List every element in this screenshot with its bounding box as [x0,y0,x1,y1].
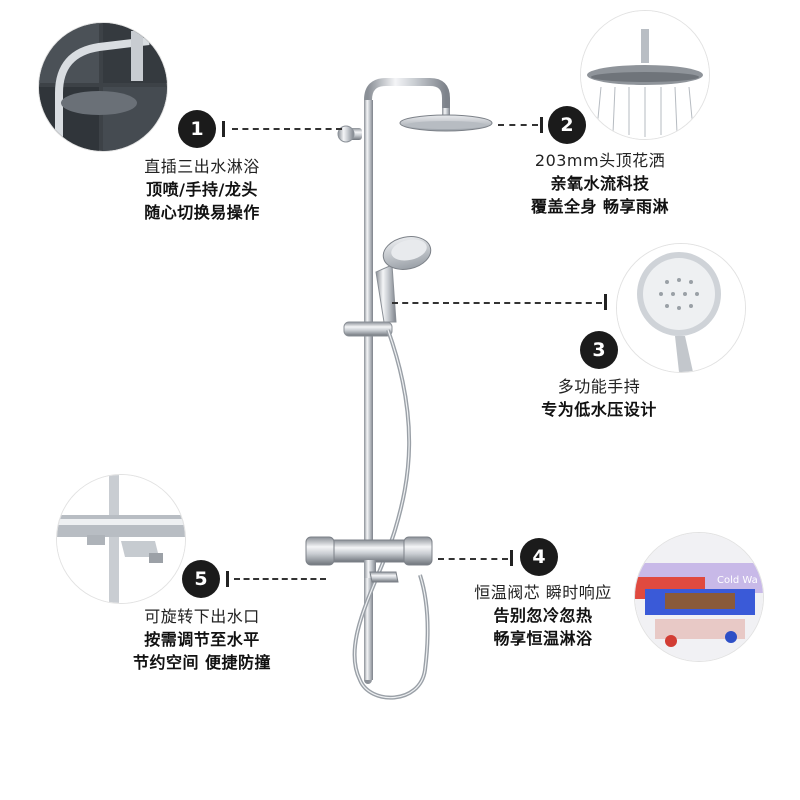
feature-1-leader-tick [222,121,225,137]
feature-3-leader-tick [604,294,607,310]
feature-1-line-2: 随心切换易操作 [144,203,260,222]
hand-shower [375,236,432,323]
feature-1-line-1: 顶喷/手持/龙头 [146,180,258,199]
slider-bracket [343,321,393,337]
feature-1-leader-line [232,128,342,130]
feature-3-leader-line [392,302,602,304]
feature-5-leader-tick [226,571,229,587]
feature-5-line-1: 按需调节至水平 [144,630,260,649]
feature-3-line-1: 专为低水压设计 [541,400,657,419]
feature-1-title: 直插三出水淋浴 [144,157,260,176]
feature-5-thumbnail [56,474,186,604]
feature-2-thumbnail [580,10,710,140]
rain-showerhead-spray-icon [581,11,709,139]
feature-4-thumb-label: Cold Wa [717,575,758,586]
rain-showerhead [399,108,493,132]
thermostatic-cartridge-cutaway-icon: Cold Wa [635,533,763,661]
feature-3-thumbnail [616,243,746,373]
feature-2-badge: 2 [548,106,586,144]
feature-5-badge: 5 [182,560,220,598]
thermostatic-mixer [305,536,433,566]
feature-2-line-2: 覆盖全身 畅享雨淋 [530,197,670,216]
feature-2-title: 203mm头顶花洒 [534,151,666,170]
feature-3-title: 多功能手持 [557,377,641,396]
feature-4-line-2: 畅享恒温淋浴 [493,629,593,648]
feature-1-thumbnail [38,22,168,152]
feature-5-leader-line [234,578,326,580]
feature-5-caption: 可旋转下出水口 按需调节至水平 节约空间 便捷防撞 [104,606,300,674]
feature-4-caption: 恒温阀芯 瞬时响应 告别忽冷忽热 畅享恒温淋浴 [438,582,648,650]
feature-4-leader-tick [510,550,513,566]
feature-2-line-1: 亲氧水流科技 [550,174,650,193]
wall-bracket-top [337,125,362,143]
hand-shower-head-icon [617,244,745,372]
overhead-arm [364,78,450,684]
feature-4-line-1: 告别忽冷忽热 [493,606,593,625]
feature-4-thumbnail: Cold Wa [634,532,764,662]
riser-pipe [364,100,373,680]
swivel-spout [364,560,399,583]
feature-2-leader-tick [540,117,543,133]
feature-5-title: 可旋转下出水口 [144,607,260,626]
feature-1-caption: 直插三出水淋浴 顶喷/手持/龙头 随心切换易操作 [104,156,300,224]
swivel-spout-icon [57,475,185,603]
feature-3-caption: 多功能手持 专为低水压设计 [506,376,692,421]
shower-rail-closeup-icon [39,23,167,151]
feature-3-badge: 3 [580,331,618,369]
feature-2-caption: 203mm头顶花洒 亲氧水流科技 覆盖全身 畅享雨淋 [500,150,700,218]
feature-4-badge: 4 [520,538,558,576]
feature-4-leader-line [438,558,508,560]
feature-1-badge: 1 [178,110,216,148]
feature-2-leader-line [498,124,538,126]
feature-5-line-2: 节约空间 便捷防撞 [132,653,272,672]
feature-4-title: 恒温阀芯 瞬时响应 [474,583,612,602]
